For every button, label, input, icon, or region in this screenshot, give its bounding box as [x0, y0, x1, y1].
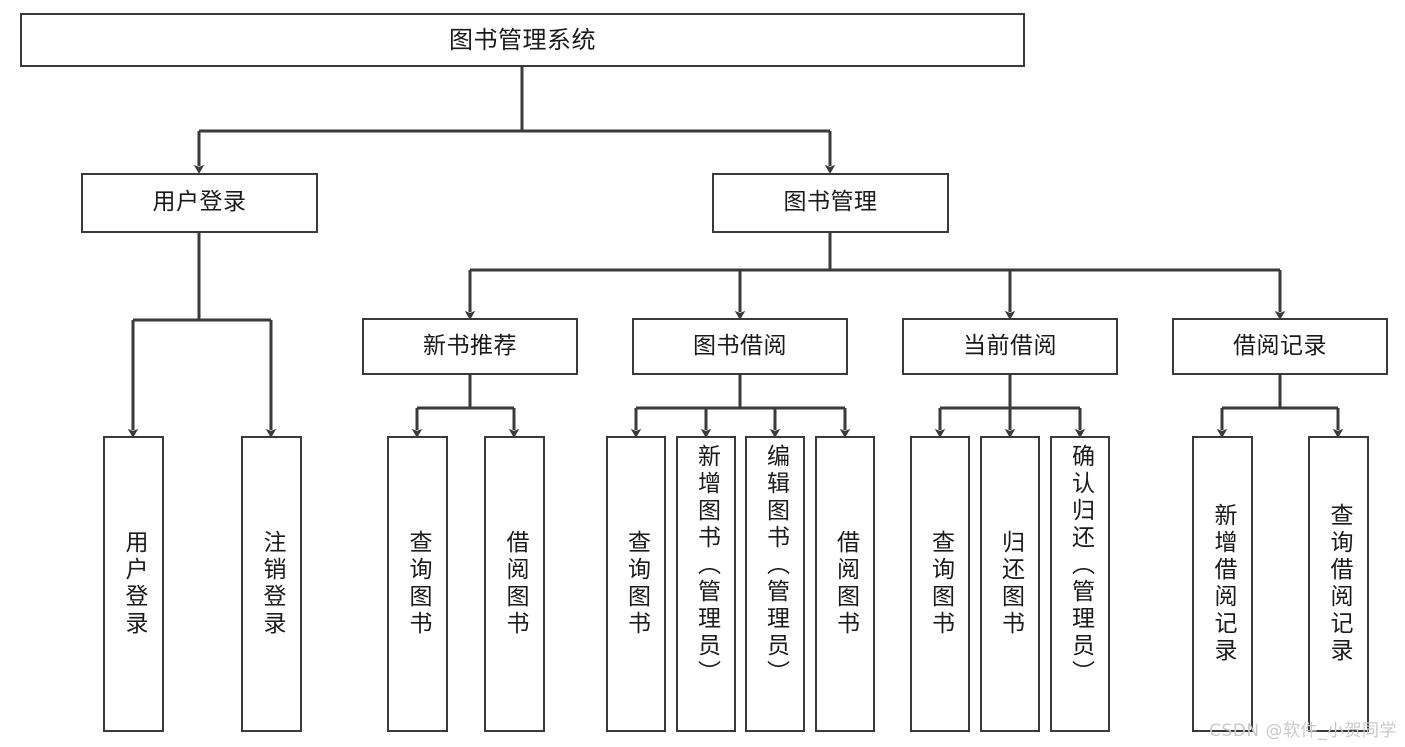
leaf-query-book-1[interactable]: 查询图书 — [387, 436, 448, 732]
leaf-user-login[interactable]: 用户登录 — [103, 436, 164, 732]
leaf-query-record-label: 查询借阅记录 — [1326, 503, 1352, 665]
node-book-management-label: 图书管理 — [783, 189, 878, 216]
node-current-borrow[interactable]: 当前借阅 — [902, 318, 1118, 375]
node-root[interactable]: 图书管理系统 — [20, 13, 1025, 67]
node-book-management[interactable]: 图书管理 — [712, 173, 949, 233]
leaf-query-book-3-label: 查询图书 — [927, 530, 954, 638]
leaf-query-book-2[interactable]: 查询图书 — [606, 436, 666, 732]
leaf-confirm-return[interactable]: 确认归还（管理员） — [1050, 436, 1110, 732]
node-new-book-recommend-label: 新书推荐 — [423, 332, 517, 359]
leaf-borrow-book-2[interactable]: 借阅图书 — [815, 436, 875, 732]
leaf-borrow-book-2-label: 借阅图书 — [832, 530, 859, 638]
leaf-add-book-label: 新增图书（管理员） — [693, 444, 720, 687]
leaf-confirm-return-label: 确认归还（管理员） — [1067, 444, 1094, 687]
leaf-return-book-label: 归还图书 — [997, 530, 1024, 638]
leaf-logout-label: 注销登录 — [259, 530, 285, 638]
leaf-borrow-book-1-label: 借阅图书 — [502, 530, 528, 638]
leaf-add-record-label: 新增借阅记录 — [1210, 503, 1236, 665]
leaf-query-book-2-label: 查询图书 — [623, 530, 650, 638]
node-book-borrow[interactable]: 图书借阅 — [632, 318, 848, 375]
leaf-add-record[interactable]: 新增借阅记录 — [1192, 436, 1253, 732]
leaf-return-book[interactable]: 归还图书 — [980, 436, 1040, 732]
node-book-borrow-label: 图书借阅 — [693, 332, 787, 359]
node-current-borrow-label: 当前借阅 — [963, 332, 1057, 359]
leaf-user-login-label: 用户登录 — [121, 530, 147, 638]
node-new-book-recommend[interactable]: 新书推荐 — [362, 318, 578, 375]
node-user-login[interactable]: 用户登录 — [81, 173, 318, 233]
leaf-edit-book-label: 编辑图书（管理员） — [762, 444, 789, 687]
leaf-query-book-1-label: 查询图书 — [405, 530, 431, 638]
leaf-logout[interactable]: 注销登录 — [241, 436, 302, 732]
leaf-add-book[interactable]: 新增图书（管理员） — [676, 436, 736, 732]
leaf-query-book-3[interactable]: 查询图书 — [910, 436, 970, 732]
node-borrow-record[interactable]: 借阅记录 — [1172, 318, 1388, 375]
node-root-label: 图书管理系统 — [449, 25, 596, 54]
leaf-borrow-book-1[interactable]: 借阅图书 — [484, 436, 545, 732]
node-borrow-record-label: 借阅记录 — [1233, 332, 1327, 359]
leaf-edit-book[interactable]: 编辑图书（管理员） — [745, 436, 805, 732]
node-user-login-label: 用户登录 — [152, 189, 247, 216]
leaf-query-record[interactable]: 查询借阅记录 — [1308, 436, 1369, 732]
csdn-watermark: CSDN @软件_小贺同学 — [1209, 721, 1397, 741]
